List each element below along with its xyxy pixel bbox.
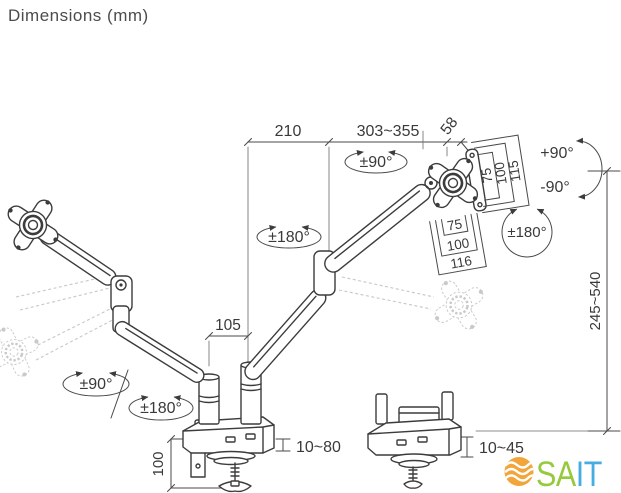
grommet-base <box>367 391 462 489</box>
angle-base-rotation: ±180° <box>140 400 182 417</box>
dim-clamp-height: 100 <box>150 451 167 476</box>
dim-pole-offset: 105 <box>215 317 241 334</box>
tilt-arrow <box>576 137 603 200</box>
right-arm <box>244 176 438 381</box>
arm-swivel-arrow <box>344 150 408 174</box>
base-rotation-arrow <box>128 395 194 421</box>
dim-head-offset: 58 <box>437 114 461 138</box>
vesa-side-dimensions <box>471 134 530 214</box>
dim-vesa-front-100: 100 <box>446 235 471 254</box>
dim-height-range: 245~540 <box>587 272 604 331</box>
head-rotation-arrow <box>501 208 553 258</box>
dim-vesa-front-75: 75 <box>446 216 463 233</box>
angle-arm-swivel: ±90° <box>360 154 393 171</box>
ghost-vesa-plate-right <box>428 274 490 336</box>
rotation-arrows <box>62 137 603 421</box>
sait-wave-icon <box>504 457 534 486</box>
angle-tilt-down: -90° <box>540 179 570 196</box>
dim-vesa-side-115: 115 <box>505 159 523 183</box>
clamp-base <box>182 416 275 493</box>
vesa-front-dimensions <box>429 212 487 276</box>
page-title: Dimensions (mm) <box>8 6 149 25</box>
angle-head-rotation: ±180° <box>507 224 546 241</box>
sait-logo: SAIT <box>504 455 603 493</box>
angle-tilt-up: +90° <box>540 145 574 162</box>
dim-arm-span-left: 210 <box>275 123 302 140</box>
arm-rotation-arrow <box>256 224 322 249</box>
dim-clamp-thickness: 10~80 <box>296 439 341 456</box>
dim-grommet-thickness: 10~45 <box>479 440 524 457</box>
left-arm <box>39 228 205 383</box>
dim-arm-span-right: 303~355 <box>357 123 420 140</box>
pole-left <box>198 373 220 425</box>
dim-vesa-side-100: 100 <box>492 161 510 186</box>
dim-vesa-side-75: 75 <box>478 167 495 184</box>
ghost-vesa-plate-left <box>0 320 46 384</box>
angle-separator-line <box>110 369 129 419</box>
sait-logo-text: SAIT <box>536 455 602 493</box>
dimension-lines-top <box>244 130 473 373</box>
angle-base-swivel: ±90° <box>80 376 113 393</box>
thickness-symbol-clamp <box>275 438 291 452</box>
dimension-pole-offset <box>205 332 252 367</box>
dim-vesa-front-116: 116 <box>449 253 473 272</box>
ghost-arm-right <box>338 276 435 310</box>
thickness-symbol-grommet <box>460 436 474 458</box>
base-swivel-arrow <box>62 371 130 397</box>
dimension-height-range <box>475 167 621 435</box>
angle-arm-rotation: ±180° <box>268 229 310 246</box>
